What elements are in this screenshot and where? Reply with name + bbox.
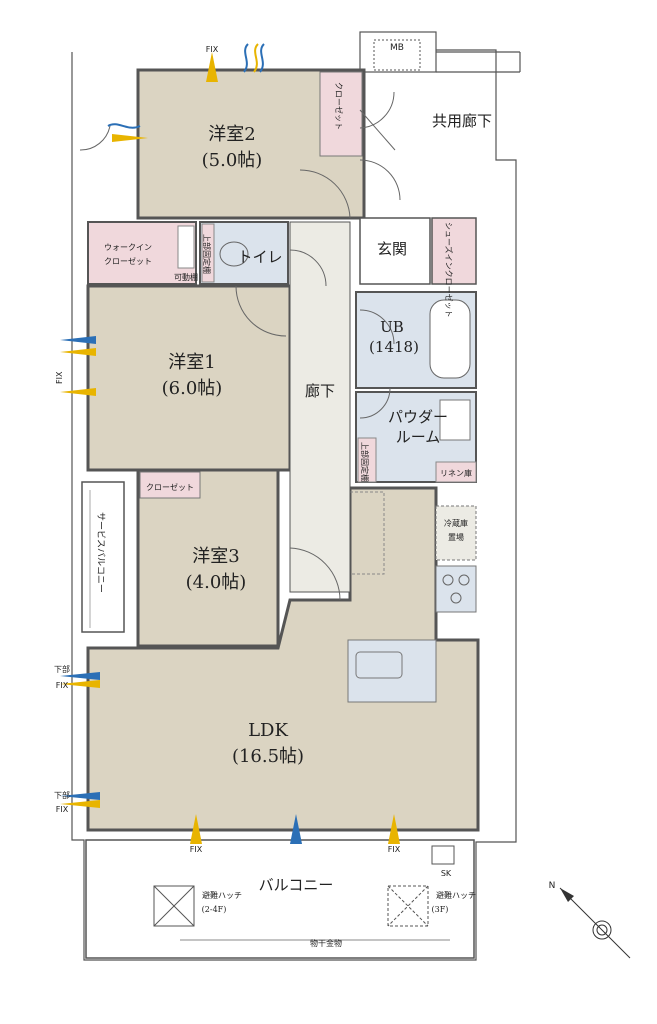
- hatch-left-line1: 避難ハッチ: [202, 890, 242, 900]
- outer-walls: [71, 31, 521, 961]
- fix-label-top: FIX: [206, 45, 219, 54]
- hatch-right-line1: 避難ハッチ: [436, 890, 476, 900]
- powder-line2: ルーム: [396, 428, 441, 446]
- fix-label-bottom2: FIX: [388, 845, 401, 854]
- western1-name: 洋室1: [168, 352, 215, 373]
- linen-storage: [435, 461, 477, 483]
- lower-fix1-line1: 下部: [54, 664, 70, 674]
- fix-label-left: FIX: [55, 371, 64, 384]
- entrance-label: 玄関: [377, 240, 407, 258]
- toilet-room: [199, 221, 289, 285]
- drying-rack-label: 物干金物: [310, 938, 342, 948]
- hallway-label: 廊下: [305, 382, 335, 400]
- shoes-closet-label: シューズインクローゼット: [444, 222, 454, 318]
- western2-size: (5.0帖): [202, 150, 263, 171]
- western3-name: 洋室3: [192, 546, 239, 567]
- balcony: [85, 839, 475, 959]
- powder-shelf: [357, 437, 377, 483]
- toilet-label: トイレ: [237, 248, 282, 266]
- western1-size: (6.0帖): [162, 378, 223, 399]
- service-balcony-label: サービスバルコニー: [95, 512, 106, 593]
- lower-fix1-line2: FIX: [56, 681, 69, 690]
- hatch-right-line2: (3F): [432, 905, 449, 914]
- ldk-size: (16.5帖): [232, 746, 304, 767]
- fix-label-bottom1: FIX: [190, 845, 203, 854]
- lower-fix2-line2: FIX: [56, 805, 69, 814]
- kitchen-counter: [347, 639, 437, 703]
- powder-line1: パウダー: [388, 408, 448, 426]
- ub-size: (1418): [369, 338, 419, 356]
- window-markers: [60, 43, 400, 844]
- fridge-line1: 冷蔵庫: [444, 518, 468, 528]
- meter-box: [373, 39, 421, 71]
- walk-in-line2: クローゼット: [104, 256, 152, 266]
- toilet-shelf-label: 上部固定棚: [202, 234, 212, 274]
- movable-shelf-label: 可動棚: [174, 272, 198, 282]
- service-balcony: [81, 481, 125, 633]
- mb-label: MB: [390, 43, 404, 53]
- western3-size: (4.0帖): [186, 572, 247, 593]
- balcony-label: バルコニー: [259, 876, 334, 894]
- hallway: [289, 221, 351, 593]
- ub-name: UB: [380, 318, 404, 336]
- fridge-line2: 置場: [448, 532, 464, 542]
- north-label: N: [549, 881, 556, 891]
- closet-western3-label: クローゼット: [146, 482, 194, 492]
- room-ldk: [86, 486, 480, 832]
- hatch-left-line2: (2-4F): [202, 905, 227, 914]
- ldk-name: LDK: [248, 720, 288, 741]
- fridge-space: [435, 505, 477, 561]
- closet-western2-label: クローゼット: [334, 82, 344, 130]
- entrance: [359, 217, 431, 285]
- common-corridor-label: 共用廊下: [432, 112, 492, 130]
- shoes-in-closet: [431, 217, 477, 285]
- cooktop: [435, 565, 477, 613]
- lower-fix2-line1: 下部: [54, 790, 70, 800]
- linen-label: リネン庫: [440, 468, 472, 478]
- closet-western2: [319, 71, 363, 157]
- sk-label: SK: [441, 869, 452, 878]
- powder-shelf-label: 上部固定棚: [360, 442, 370, 482]
- western2-name: 洋室2: [208, 124, 255, 145]
- closet-western3: [139, 471, 201, 499]
- room-western3: [136, 468, 280, 648]
- walk-in-line1: ウォークイン: [104, 243, 152, 252]
- compass-icon: [559, 887, 631, 959]
